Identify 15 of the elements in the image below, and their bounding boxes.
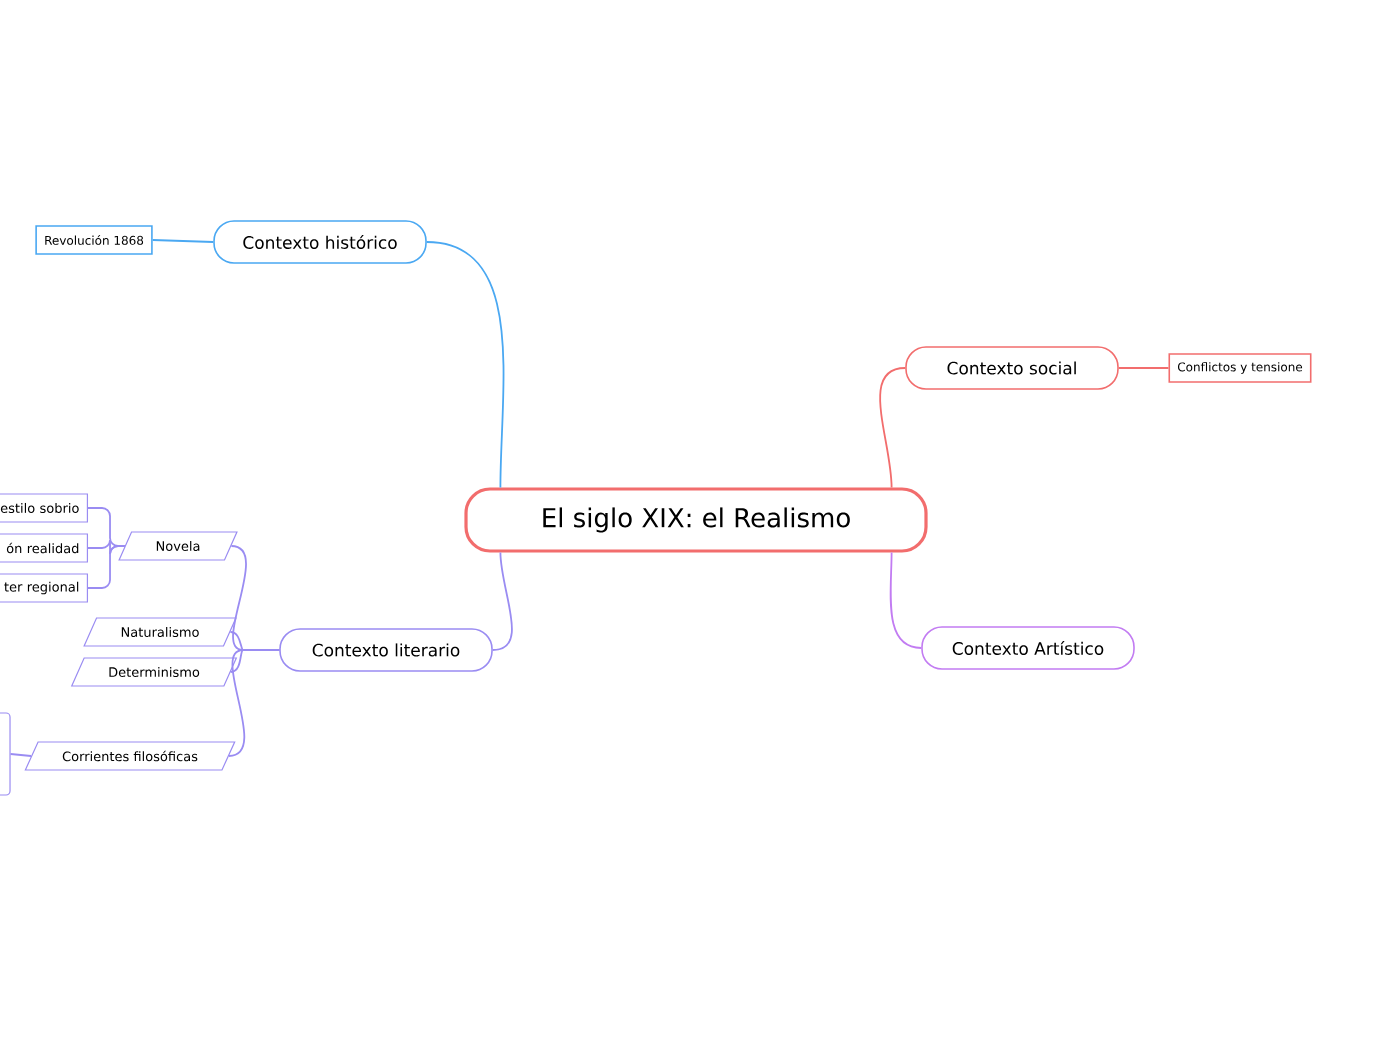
topic-pill: Contexto Artístico: [921, 626, 1135, 670]
subtopic-box: [0, 712, 11, 796]
central-topic: El siglo XIX: el Realismo: [464, 487, 928, 553]
connector-line: [491, 551, 513, 651]
topic-pill: Contexto histórico: [213, 220, 427, 264]
connector-line: [151, 239, 215, 243]
topic-pill: Contexto literario: [279, 628, 493, 672]
connector-line: [1117, 367, 1170, 369]
topic-pill: Contexto social: [905, 346, 1119, 390]
connector-line: [9, 753, 32, 757]
connector-line: [228, 649, 281, 757]
connector-line: [889, 551, 923, 649]
connector-line: [879, 367, 907, 489]
connector-line: [425, 241, 505, 489]
connector-line: [87, 545, 126, 589]
